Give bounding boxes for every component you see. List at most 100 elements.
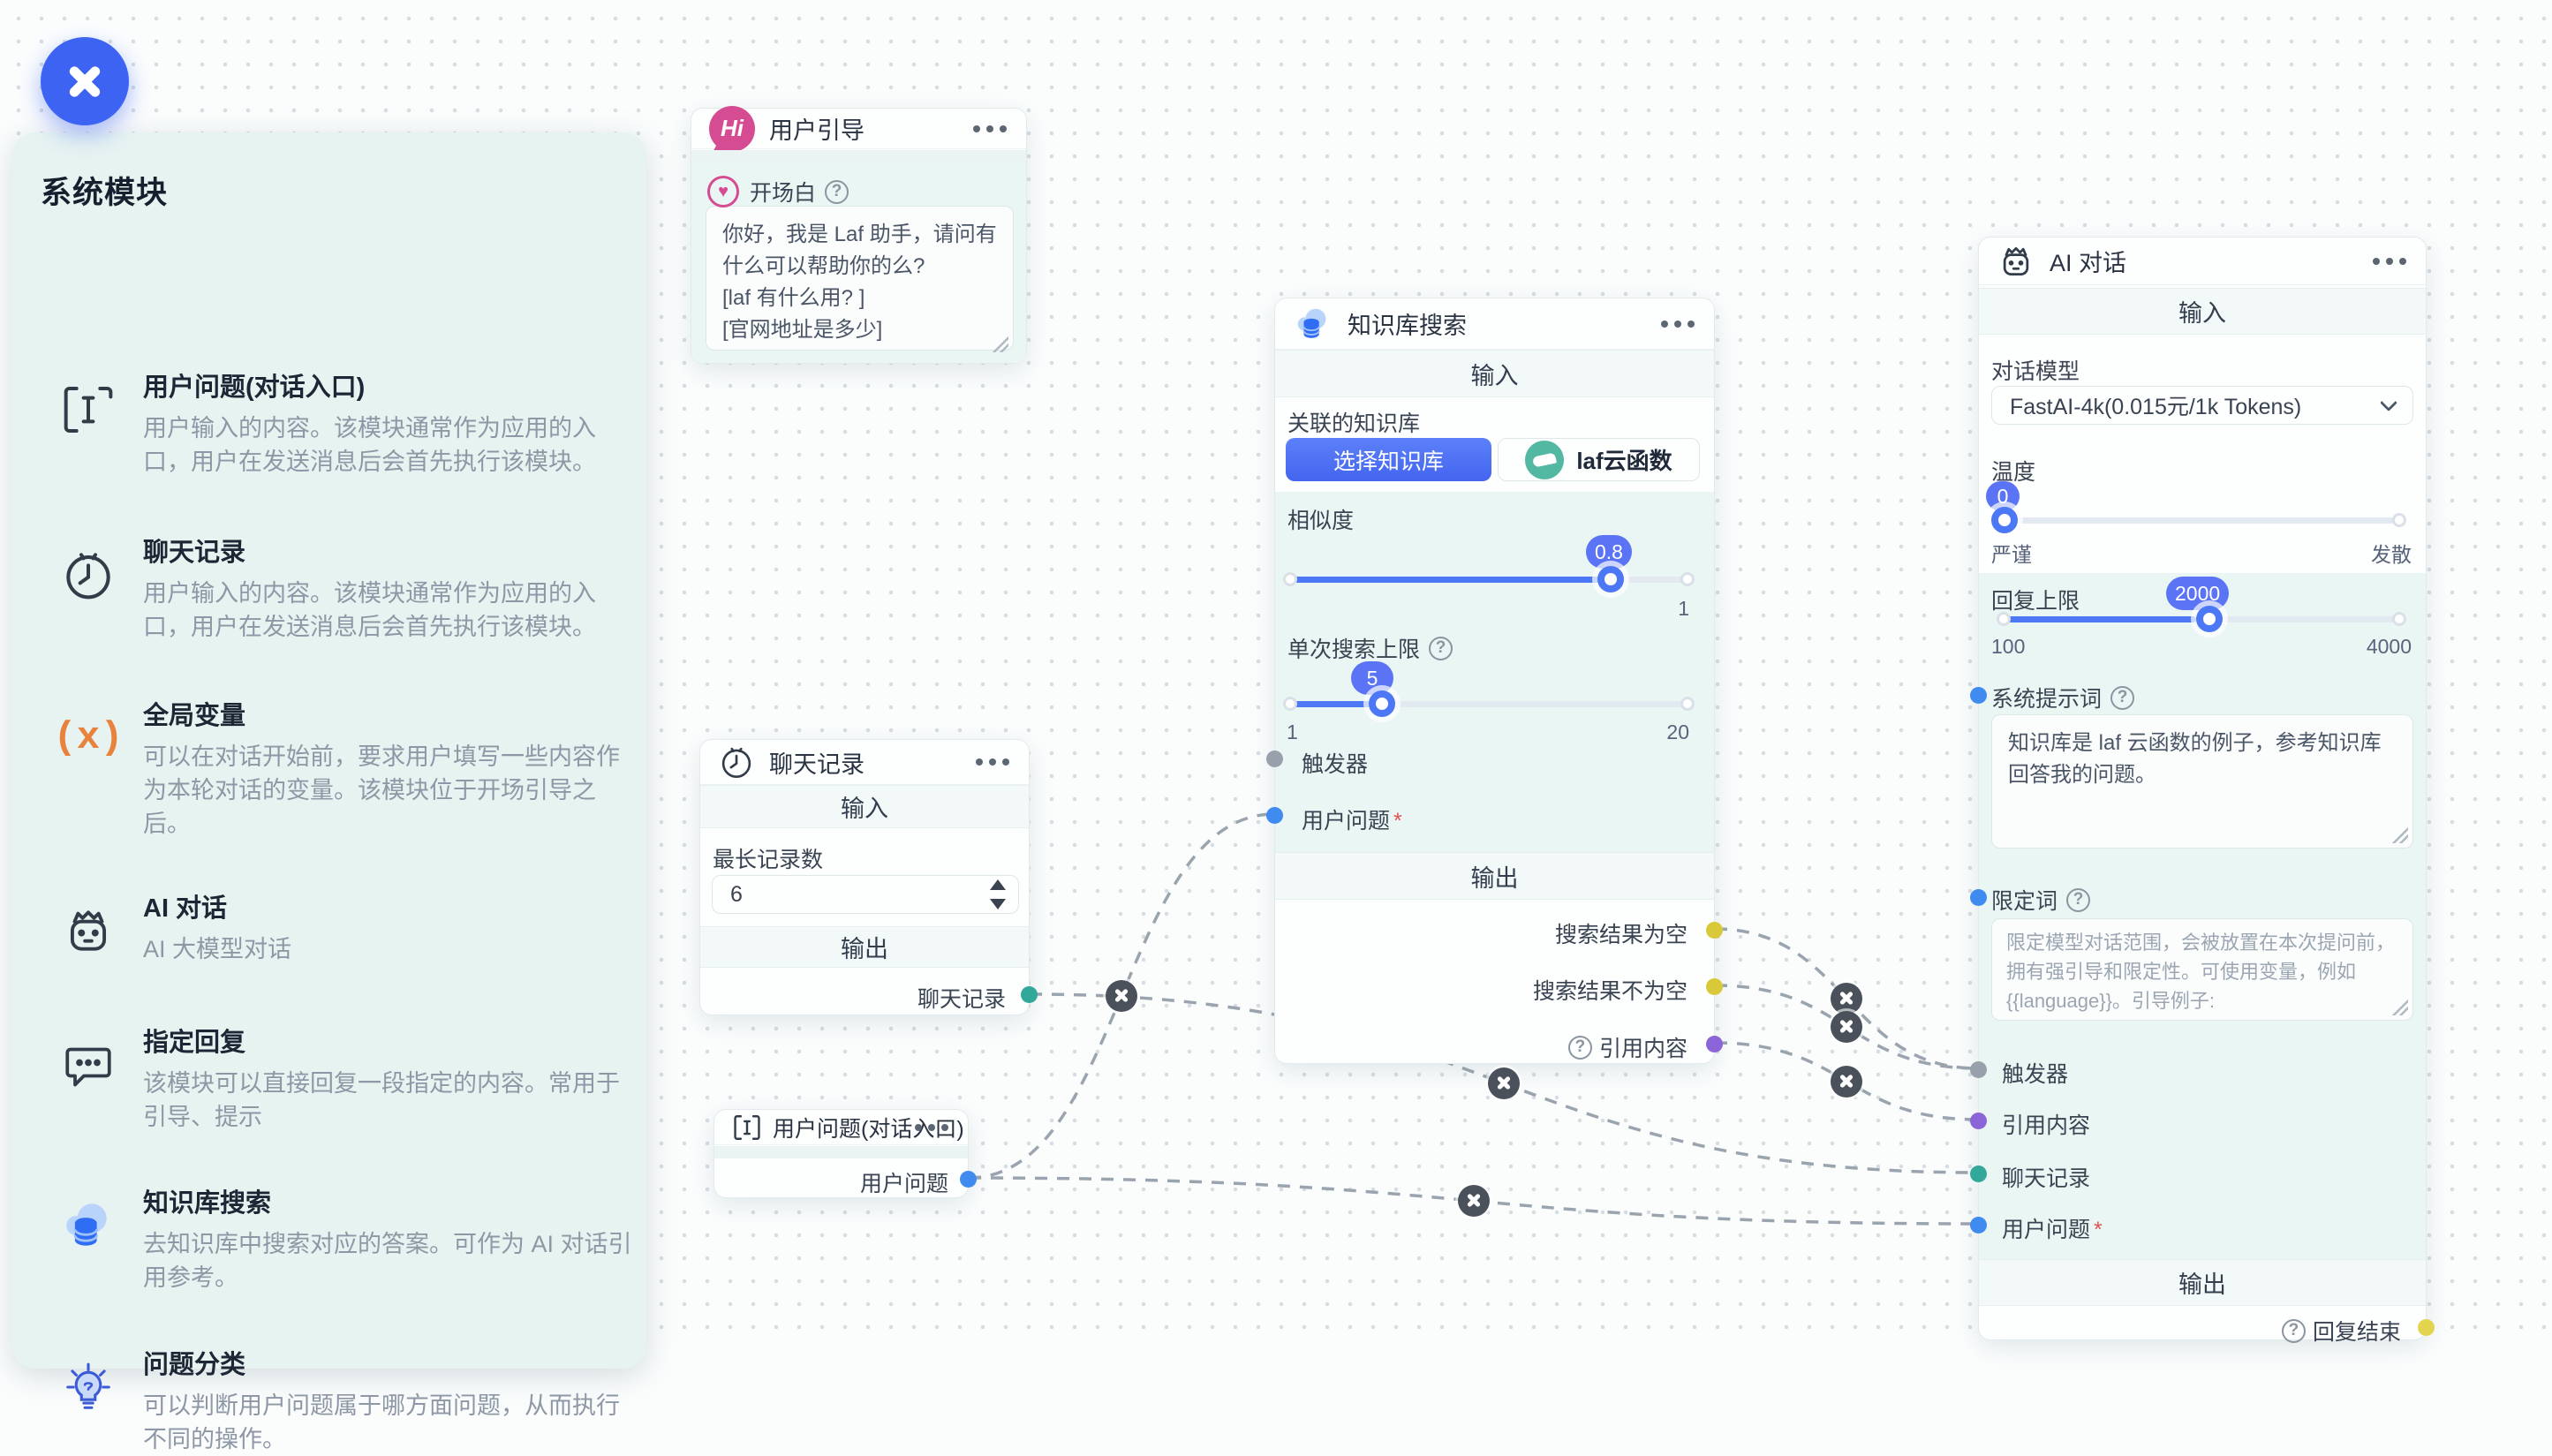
search-limit-slider[interactable] <box>1283 690 1695 717</box>
max-records-label: 最长记录数 <box>713 848 824 872</box>
sidebar-item-desc: AI 大模型对话 <box>143 936 292 962</box>
sidebar-item-title: 全局变量 <box>143 702 246 730</box>
question-circle-icon[interactable] <box>2281 1318 2306 1343</box>
sidebar-item-desc: 该模块可以直接回复一段指定的内容。常用于引导、提示 <box>143 1070 620 1130</box>
port-quote-in[interactable] <box>1970 1113 1987 1129</box>
clock-icon <box>53 539 124 610</box>
max-records-input[interactable]: 6 <box>712 875 1019 914</box>
node-user-question[interactable]: 用户问题(对话入口) 用户问题 <box>714 1109 977 1198</box>
max-reply-label: 回复上限 <box>1991 589 2080 614</box>
port-trigger-in[interactable] <box>1266 751 1283 767</box>
node-header[interactable]: AI 对话 <box>1979 238 2426 285</box>
port-result-not-empty-out[interactable] <box>1706 978 1723 995</box>
output-user-question-label: 用户问题 <box>859 1172 948 1196</box>
reply-bubble-icon <box>53 1030 124 1100</box>
port-system-prompt-in[interactable] <box>1970 687 1987 704</box>
port-limit-words-in[interactable] <box>1970 889 1987 906</box>
more-menu-icon[interactable] <box>915 1123 948 1131</box>
question-circle-icon[interactable] <box>2066 887 2091 912</box>
node-header[interactable]: 用户问题(对话入口) <box>714 1110 968 1145</box>
model-select[interactable]: FastAI-4k(0.015元/1k Tokens) <box>1991 386 2413 425</box>
temperature-max: 发散 <box>2371 543 2412 566</box>
port-history-in[interactable] <box>1970 1166 1987 1182</box>
number-stepper[interactable] <box>990 879 1006 909</box>
port-trigger-in[interactable] <box>1970 1061 1987 1078</box>
more-menu-icon[interactable] <box>2373 257 2406 265</box>
sidebar-item-title: 用户问题(对话入口) <box>143 373 366 402</box>
input-cursor-icon <box>53 374 124 445</box>
system-prompt-label: 系统提示词 <box>1991 687 2103 712</box>
port-question-in[interactable] <box>1266 807 1283 824</box>
sidebar-item-desc: 可以判断用户问题属于哪方面问题，从而执行不同的操作。 <box>143 1392 620 1452</box>
port-finish-out[interactable] <box>2418 1319 2435 1336</box>
search-limit-max: 20 <box>1666 720 1689 743</box>
edge-delete-button[interactable] <box>1831 1011 1862 1043</box>
node-title: 用户引导 <box>769 117 865 144</box>
more-menu-icon[interactable] <box>973 124 1007 132</box>
temperature-min: 严谨 <box>1991 543 2032 566</box>
input-quote-label: 引用内容 <box>2002 1113 2091 1138</box>
port-user-question-out[interactable] <box>960 1171 977 1188</box>
edge-delete-button[interactable] <box>1488 1067 1520 1099</box>
input-cursor-icon <box>734 1114 760 1140</box>
node-kb-search[interactable]: 知识库搜索 输入 关联的知识库 选择知识库 laf云函数 相似度 0.8 1 单… <box>1266 298 1723 1064</box>
sidebar-item-title: 聊天记录 <box>143 539 246 567</box>
temperature-slider[interactable] <box>1991 507 2406 533</box>
kb-tag-button[interactable]: laf云函数 <box>1498 438 1700 481</box>
system-prompt-textarea[interactable]: 知识库是 laf 云函数的例子，参考知识库回答我的问题。 <box>1991 714 2413 849</box>
output-section-header: 输出 <box>1275 852 1714 900</box>
max-records-value: 6 <box>730 881 743 907</box>
edge-delete-button[interactable] <box>1831 1065 1862 1098</box>
max-reply-max: 4000 <box>2366 635 2412 658</box>
variable-icon: (x) <box>53 716 124 760</box>
node-user-guide[interactable]: Hi 用户引导 ♥ 开场白 你好，我是 Laf 助手，请问有什么可以帮助你的么?… <box>691 105 1027 364</box>
port-result-empty-out[interactable] <box>1706 922 1723 939</box>
similarity-slider[interactable] <box>1283 566 1695 592</box>
output-finish-label: 回复结束 <box>2281 1315 2401 1347</box>
kb-database-icon <box>1297 308 1326 338</box>
kb-tag-label: laf云函数 <box>1576 448 1672 474</box>
sidebar-item-desc: 用户输入的内容。该模块通常作为应用的入口，用户在发送消息后会首先执行该模块。 <box>143 415 596 475</box>
port-chat-history-out[interactable] <box>1021 986 1038 1003</box>
close-button[interactable] <box>41 37 129 125</box>
port-quote-out[interactable] <box>1706 1036 1723 1052</box>
output-section-header: 输出 <box>1979 1259 2426 1306</box>
limit-words-label: 限定词 <box>1991 889 2058 914</box>
max-reply-badge: 2000 <box>2166 577 2230 610</box>
edge-delete-button[interactable] <box>1457 1185 1490 1217</box>
question-circle-icon[interactable] <box>1429 636 1453 660</box>
limit-words-textarea[interactable] <box>1991 918 2413 1021</box>
laf-icon <box>1525 440 1565 479</box>
more-menu-icon[interactable] <box>976 758 1009 766</box>
sidebar-item-desc: 用户输入的内容。该模块通常作为应用的入口，用户在发送消息后会首先执行该模块。 <box>143 580 596 640</box>
question-circle-icon[interactable] <box>2110 685 2135 710</box>
kb-database-icon <box>53 1190 124 1261</box>
module-sidebar: 系统模块 用户问题(对话入口) 用户输入的内容。该模块通常作为应用的入口，用户在… <box>12 132 646 1452</box>
sidebar-item-desc: 去知识库中搜索对应的答案。可作为 AI 对话引用参考。 <box>143 1231 632 1291</box>
question-circle-icon[interactable] <box>1567 1035 1592 1060</box>
input-section-header: 输入 <box>700 785 1029 828</box>
edge-delete-button[interactable] <box>1106 980 1137 1012</box>
edge-delete-button[interactable] <box>1831 983 1862 1015</box>
node-title: AI 对话 <box>2050 250 2127 276</box>
model-label: 对话模型 <box>1991 359 2080 384</box>
node-ai-chat[interactable]: AI 对话 输入 对话模型 FastAI-4k(0.015元/1k Tokens… <box>1970 237 2435 1345</box>
welcome-textarea[interactable]: 你好，我是 Laf 助手，请问有什么可以帮助你的么? [laf 有什么用? ] … <box>706 206 1014 351</box>
select-kb-button[interactable]: 选择知识库 <box>1286 438 1491 481</box>
node-header[interactable]: Hi 用户引导 <box>691 105 1026 152</box>
sidebar-item-title: 问题分类 <box>143 1351 246 1379</box>
similarity-max: 1 <box>1678 597 1689 620</box>
question-circle-icon[interactable] <box>825 179 849 204</box>
port-question-in[interactable] <box>1970 1217 1987 1233</box>
node-header[interactable]: 知识库搜索 <box>1275 298 1714 350</box>
max-reply-slider[interactable] <box>1997 606 2406 632</box>
input-trigger-label: 触发器 <box>2002 1062 2069 1087</box>
node-chat-history[interactable]: 聊天记录 输入 最长记录数 6 输出 聊天记录 <box>699 739 1038 1015</box>
output-not-empty-label: 搜索结果不为空 <box>1532 979 1687 1004</box>
node-header[interactable]: 聊天记录 <box>700 740 1029 785</box>
more-menu-icon[interactable] <box>1661 320 1695 328</box>
input-question-label: 用户问题* <box>2002 1218 2103 1242</box>
hi-icon: Hi <box>709 105 755 152</box>
search-limit-min: 1 <box>1287 720 1298 743</box>
